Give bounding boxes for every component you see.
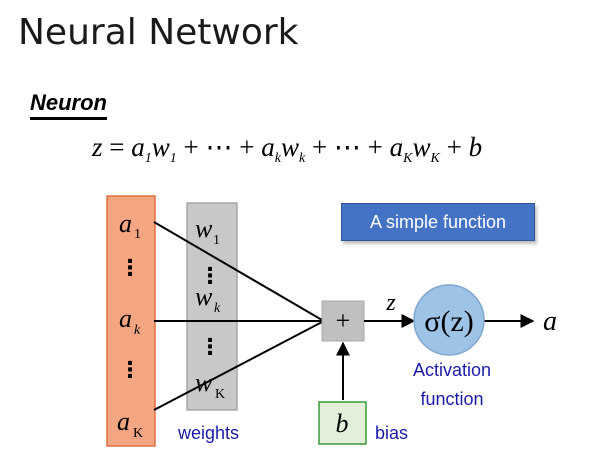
formula-plus: +	[360, 132, 390, 162]
neuron-formula: z = a1w1 + ⋯ + akwk + ⋯ + aKwK + b	[92, 132, 482, 167]
formula-dots: ⋯	[205, 132, 233, 162]
formula-wk: w	[280, 132, 299, 162]
weight-vdots-upper: ⋮	[199, 264, 221, 289]
activation-node	[413, 284, 485, 356]
formula-aK: a	[389, 132, 404, 162]
input-ak-sub: k	[134, 323, 141, 338]
output-label: a	[543, 306, 557, 337]
formula-a1: a	[131, 132, 145, 162]
weight-wK: w	[195, 368, 213, 397]
sum-symbol: +	[336, 306, 351, 335]
activation-label-line1: Activation	[413, 360, 491, 380]
formula-aK-sub: K	[403, 151, 413, 166]
formula-ak: a	[261, 132, 275, 162]
input-a1: a	[119, 209, 132, 238]
activation-symbol: σ(z)	[424, 305, 473, 338]
weight-w1-sub: 1	[213, 233, 220, 248]
input-a1-sub: 1	[134, 227, 141, 242]
formula-plus: +	[305, 132, 334, 162]
slide-title: Neural Network	[18, 12, 299, 53]
connection-line-aK	[153, 321, 323, 411]
formula-dots: ⋯	[333, 132, 361, 162]
simple-function-callout: A simple function	[341, 203, 535, 241]
formula-plus: +	[439, 132, 469, 162]
z-label: z	[385, 290, 396, 316]
input-vdots-upper: ⋮	[119, 256, 141, 281]
formula-z: z	[92, 132, 103, 162]
section-heading: Neuron	[30, 90, 107, 120]
input-ak: a	[119, 304, 132, 333]
formula-wK-sub: K	[430, 151, 440, 166]
formula-w1-sub: 1	[169, 151, 177, 166]
bias-box	[318, 401, 367, 445]
weights-label: weights	[177, 423, 239, 443]
bias-symbol: b	[336, 409, 349, 438]
formula-w1: w	[151, 132, 170, 162]
formula-b: b	[468, 132, 483, 162]
input-aK-sub: K	[133, 426, 143, 441]
weight-vdots-lower: ⋮	[199, 335, 221, 360]
weights-column	[186, 202, 238, 411]
sum-node	[321, 300, 365, 342]
formula-wk-sub: k	[298, 151, 306, 166]
weight-wk: w	[195, 282, 213, 311]
weight-wK-sub: K	[215, 387, 225, 402]
activation-label-line2: function	[420, 389, 483, 409]
weight-w1: w	[195, 214, 213, 243]
input-aK: a	[117, 407, 130, 436]
input-vdots-lower: ⋮	[119, 358, 141, 383]
formula-plus: +	[232, 132, 262, 162]
formula-wK: w	[412, 132, 431, 162]
inputs-column	[106, 195, 156, 447]
formula-plus: +	[176, 132, 206, 162]
formula-ak-sub: k	[274, 151, 281, 166]
formula-equals: =	[102, 132, 132, 162]
bias-label: bias	[375, 423, 408, 443]
connection-line-a1	[153, 221, 323, 321]
formula-a1-sub: 1	[144, 151, 152, 166]
weight-wk-sub: k	[214, 301, 221, 316]
